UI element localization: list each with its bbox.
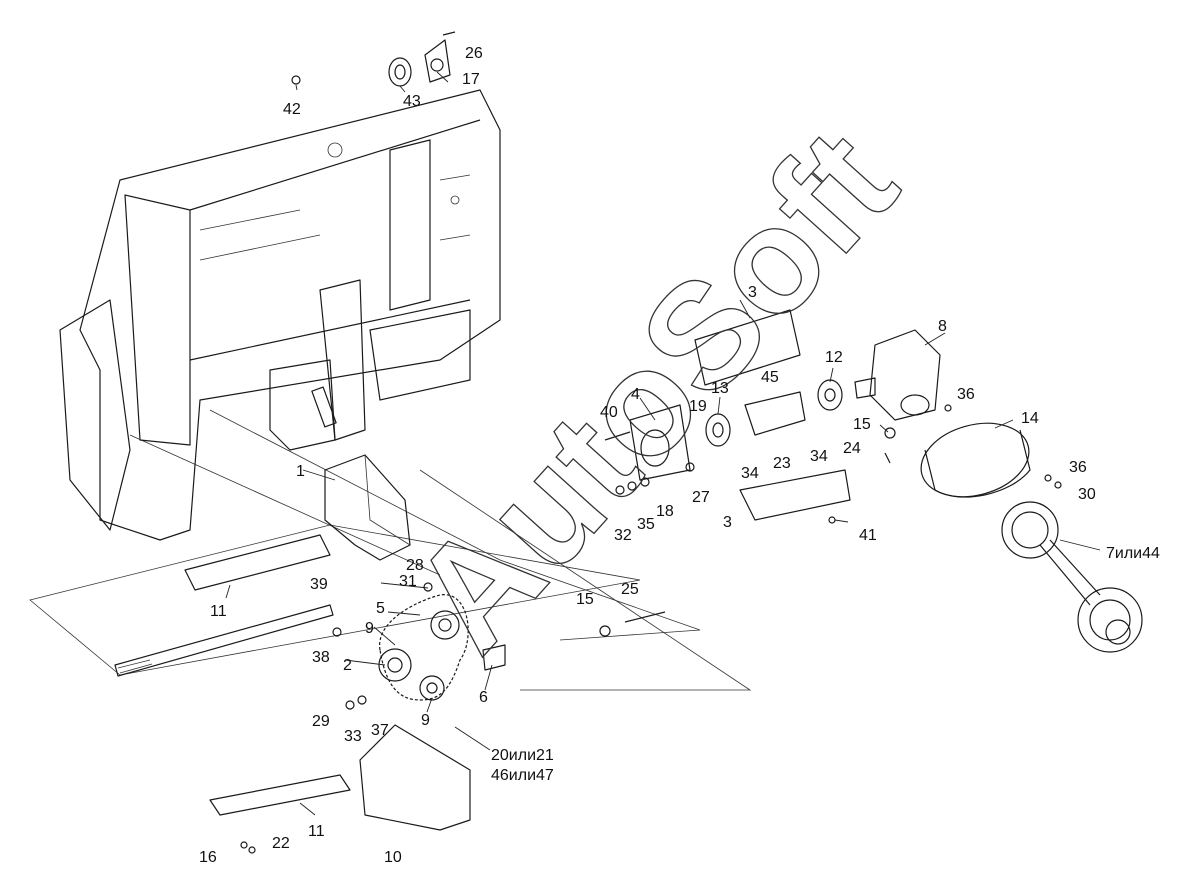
callout-3-lower: 3 [723,514,732,531]
cover-3 [694,309,851,521]
callout-5: 5 [376,600,385,617]
callout-20-or-21: 20или21 [491,747,554,764]
callout-23: 23 [773,455,791,472]
callout-22: 22 [272,835,290,852]
callout-17: 17 [462,71,480,88]
callout-36-upper: 36 [957,386,975,403]
guard-11 [184,534,351,816]
callout-1: 1 [296,463,305,480]
guard-10 [359,724,471,831]
callout-34-right: 34 [810,448,828,465]
callout-16: 16 [199,849,217,866]
callout-18: 18 [656,503,674,520]
callout-7-or-44: 7или44 [1106,545,1160,562]
callout-3-upper: 3 [748,284,757,301]
callout-11-lower: 11 [308,823,325,840]
chain-drive [378,594,506,701]
callout-15-right: 15 [853,416,871,433]
callout-12: 12 [825,349,843,366]
callout-labels: 1 2 3 3 4 5 6 7или44 8 9 9 10 11 11 12 1… [199,45,1160,866]
callout-9-lower: 9 [421,712,430,729]
callout-36-lower: 36 [1069,459,1087,476]
callout-6: 6 [479,689,488,706]
callout-13: 13 [711,380,729,397]
guard-ring-14 [920,422,1031,498]
watermark: AutoSoft [379,99,927,682]
leader-lines [225,71,1101,816]
callout-14: 14 [1021,410,1039,427]
top-bearing-parts [291,31,456,87]
callout-42: 42 [283,101,301,118]
assembly-guide-lines [29,409,752,691]
callout-15-left: 15 [576,591,594,608]
callout-38: 38 [312,649,330,666]
callout-34-left: 34 [741,465,759,482]
callout-33: 33 [344,728,362,745]
fasteners [240,404,1062,854]
callout-11-upper: 11 [210,603,227,620]
callout-40: 40 [600,404,618,421]
callout-4: 4 [631,386,640,403]
callout-27: 27 [692,489,710,506]
callout-41: 41 [859,527,877,544]
callout-39: 39 [310,576,328,593]
gearbox-8 [854,329,941,421]
callout-8: 8 [938,318,947,335]
callout-28: 28 [406,557,424,574]
shaft-2 [114,604,334,677]
callout-19: 19 [689,398,707,415]
callout-31: 31 [399,573,417,590]
callout-29: 29 [312,713,330,730]
callout-35: 35 [637,516,655,533]
callout-37: 37 [371,722,389,739]
callout-2: 2 [343,657,352,674]
callout-9-upper: 9 [365,620,374,637]
callout-30: 30 [1078,486,1096,503]
callout-24: 24 [843,440,861,457]
callout-10: 10 [384,849,402,866]
callout-32: 32 [614,527,632,544]
pto-shaft-7 [1001,501,1143,653]
callout-46-or-47: 46или47 [491,767,554,784]
callout-43: 43 [403,93,421,110]
callout-26: 26 [465,45,483,62]
callout-25: 25 [621,581,639,598]
cover-1 [324,454,411,561]
callout-45: 45 [761,369,779,386]
main-frame [59,89,501,541]
